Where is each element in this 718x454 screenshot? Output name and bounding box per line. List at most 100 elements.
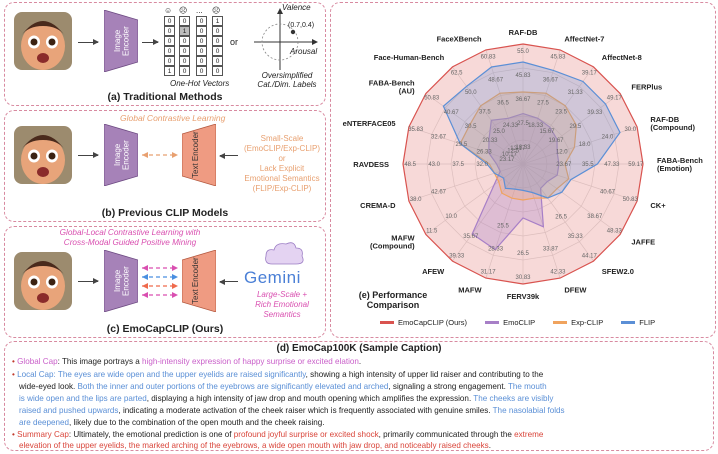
radar-spoke [408,163,524,202]
radar-axis-label: MAFW [391,234,415,243]
onehot-cell: 0 [212,26,223,36]
radar-tick-label: 40.67 [444,110,460,116]
radar-spoke [522,126,638,165]
radar-axis-label: RAF-DB [650,115,679,124]
radar-tick-label: 55.0 [517,49,529,55]
radar-tick-label: 11.5 [426,228,438,234]
small-scale-models: (EmoCLIP/Exp-CLIP) [243,144,321,153]
global-cap-label: Global Cap [17,357,58,366]
radar-tick-label: 30.83 [515,275,531,281]
legend-label-emoclip: EmoCLIP [503,318,536,327]
radar-spoke [452,163,524,262]
onehot-cell: 0 [212,46,223,56]
onehot-cell: 0 [179,16,190,26]
panel-b-heading: Global Contrastive Learning [120,113,226,123]
onehot-cell: 0 [196,56,207,66]
local-cap-line-4: raised and pushed upwards, indicating a … [12,405,710,417]
onehot-cell: 0 [164,36,175,46]
radar-tick-label: 24.0 [602,135,614,141]
onehot-cell: 0 [179,36,190,46]
onehot-cell: 0 [212,36,223,46]
local-cap-line-1: • Local Cap: The eyes are wide open and … [12,369,710,381]
radar-tick-label: 59.17 [628,162,644,168]
radar-tick-label: 48.33 [607,228,623,234]
cloud-icon [265,242,304,265]
local-cap-seg3: Both the inner and outer portions of the… [75,382,389,391]
radar-spoke [408,126,524,165]
colored-dashed-arrows-c [142,265,178,298]
panel-c-heading: Global-Local Contrastive Learning with C… [20,228,240,248]
local-cap-seg1: : The eyes are wide open and the upper e… [53,370,306,379]
radar-tick-label: 38.67 [587,214,603,220]
onehot-label: One-Hot Vectors [170,79,230,88]
radar-axis-label: FERPlus [631,82,662,91]
radar-tick-label: 40.67 [600,189,616,195]
radar-tick-label: 30.0 [624,127,636,133]
radar-tick-label: 29.5 [456,142,468,148]
summary-cap-line2b: . [488,441,491,450]
sample-caption-title: (d) EmoCap100K (Sample Caption) [276,343,442,354]
radar-tick-label: 37.5 [452,162,464,168]
radar-spoke [522,163,561,279]
legend-item-emocapclip: EmoCapCLIP (Ours) [380,318,467,327]
radar-axis-label: SFEW2.0 [602,267,634,276]
child-face-image [14,12,72,70]
local-cap-line4a: raised and pushed upwards [19,406,119,415]
onehot-cell: 0 [164,46,175,56]
radar-series-emoclip [471,112,560,251]
radar-tick-label: 26.33 [477,149,493,155]
radar-tick-label: 27.5 [517,121,529,127]
radar-axis-label: RAF-DB [509,28,538,37]
legend-item-expclip: Exp-CLIP [553,318,603,327]
radar-spoke [522,163,638,202]
image-encoder-c-label: Image Encoder [113,266,131,296]
legend-label-expclip: Exp-CLIP [571,318,604,327]
local-cap-seg2: , showing a high intensity of upper lid … [305,370,544,379]
radar-axis-label: CREMA-D [360,201,396,210]
local-cap-line2: wide-eyed look. [19,382,76,391]
legend-label-flip: FLIP [639,318,656,327]
radar-axis-label: AFEW [422,267,445,276]
radar-spoke [485,49,524,165]
radar-tick-label: 35.67 [463,234,479,240]
panel-e-caption-1: (e) Performance [358,290,428,300]
legend-item-flip: FLIP [621,318,655,327]
onehot-cell: 0 [196,66,207,76]
onehot-cell: 0 [164,26,175,36]
radar-spoke [522,93,621,165]
radar-tick-label: 35.83 [408,127,424,133]
radar-tick-label: 49.17 [607,96,623,102]
local-cap-line-5: are deepened, likely due to the combinat… [12,417,710,429]
onehot-cell: 1 [179,26,190,36]
legend-swatch-expclip [553,321,568,324]
radar-axis-label: FABA-Bench [369,78,415,87]
radar-tick-label: 36.5 [497,100,509,106]
radar-axis-label: AffectNet-8 [602,53,642,62]
summary-cap-label: Summary Cap [17,430,69,439]
radar-spoke [522,163,594,262]
onehot-cell: 1 [212,16,223,26]
radar-tick-label: 23.67 [556,162,572,168]
radar-axis-label: Face-Human-Bench [374,53,445,62]
radar-tick-label: 39.17 [582,71,598,77]
radar-tick-label: 50.83 [424,96,440,102]
text-encoder-c-label: Text Encoder [191,257,200,305]
radar-spoke [452,66,524,165]
panel-c-caption: (c) EmoCapCLIP (Ours) [106,323,224,335]
radar-tick-label: 39.33 [449,253,465,259]
global-cap-line: • Global Cap: This image portrays a high… [12,356,710,368]
dashed-arrows-b [142,152,178,158]
panel-emocapclip [4,226,326,338]
emotional-semantics-text: Emotional Semantics [244,174,320,183]
radar-chart: 55.045.8336.6727.518.3345.8336.6727.518.… [343,28,704,301]
arrow-image-to-encoder-b [78,152,99,158]
sample-caption-box [4,341,714,451]
radar-tick-label: 48.67 [488,78,504,84]
panel-b-right-text: Small-Scale (EmoCLIP/Exp-CLIP) or Lack E… [240,134,324,194]
flip-models: (FLIP/Exp-CLIP) [252,184,312,193]
radar-spoke [425,93,524,165]
summary-cap-line-2: elevation of the upper eyelids, the mark… [12,440,710,452]
summary-cap-hl2: extreme [514,430,544,439]
